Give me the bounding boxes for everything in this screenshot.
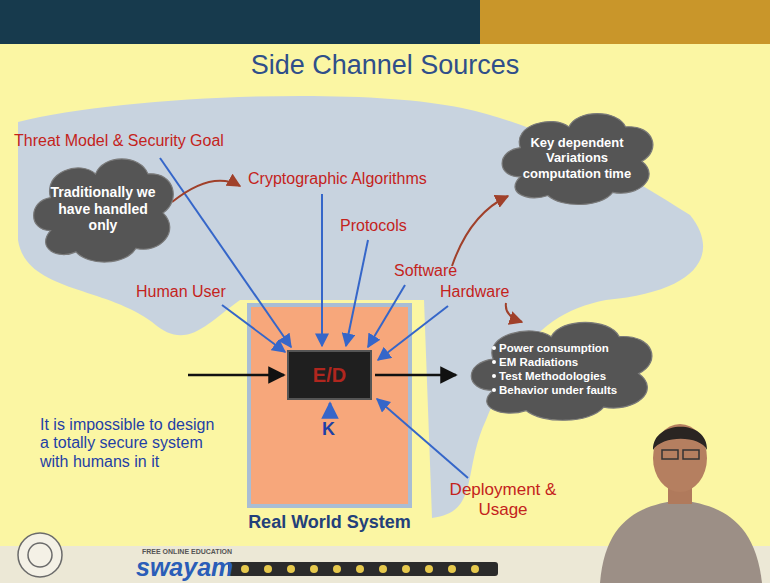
source-label: Hardware (440, 283, 509, 301)
cloud-line: Test Methodologies (492, 370, 617, 384)
callout-arrow (452, 196, 508, 266)
institute-logo (28, 543, 52, 567)
bullet-dot (492, 360, 496, 364)
bullet-dot (492, 388, 496, 392)
top-bar (0, 0, 480, 44)
hardware-cloud: Power consumptionEM RadiationsTest Metho… (464, 312, 658, 424)
source-label: Cryptographic Algorithms (248, 170, 427, 188)
cloud-content: Power consumptionEM RadiationsTest Metho… (464, 312, 658, 424)
system-box: Real World SystemE/D (247, 303, 412, 508)
key-label: K (322, 419, 335, 440)
callout-arrow (172, 181, 240, 202)
software-arrow (368, 285, 405, 347)
top-bar-accent (480, 0, 770, 44)
cloud-outline (471, 322, 652, 420)
source-label: Deployment & Usage (448, 480, 558, 519)
bullet-dot (492, 346, 496, 350)
cloud-text: Test Methodologies (499, 370, 606, 384)
callout-arrow (506, 303, 522, 322)
protocol-arrow (346, 240, 368, 346)
bullet-dot (492, 374, 496, 378)
cloud-content: Key dependent Variations computation tim… (496, 104, 658, 208)
slide-title: Side Channel Sources (0, 50, 770, 81)
key-arrow (329, 403, 332, 416)
source-label: Human User (136, 283, 226, 301)
presenter (600, 424, 762, 583)
deployment-arrow (377, 399, 468, 478)
toolbar-icons (241, 565, 479, 573)
logo-text: swayam (136, 553, 233, 582)
cloud-line: Key dependent Variations computation tim… (518, 135, 636, 182)
system-heading: Real World System (227, 512, 432, 533)
cloud-line: Power consumption (492, 342, 617, 356)
box-text: E/D (313, 364, 346, 387)
cloud-line: Behavior under faults (492, 384, 617, 398)
cloud-text-group: Traditionally we have handled only (50, 184, 156, 234)
cloud-text-group: Key dependent Variations computation tim… (518, 135, 636, 182)
box-content: E/D (289, 352, 370, 398)
cloud-text: Power consumption (499, 342, 609, 356)
cloud-text: Key dependent Variations computation tim… (518, 135, 636, 182)
cloud-line: EM Radiations (492, 356, 617, 370)
cloud-outline (502, 114, 653, 205)
input-arrow (188, 374, 284, 377)
cloud-content: Traditionally we have handled only (28, 148, 178, 266)
callout-arrows (172, 181, 522, 322)
source-label: Threat Model & Security Goal (14, 132, 224, 150)
threat-region (18, 96, 703, 518)
institute-logo (18, 533, 62, 577)
cloud-text: Traditionally we have handled only (50, 184, 156, 234)
output-arrow (375, 374, 456, 377)
cipher-box: E/D (287, 350, 372, 400)
human-arrow (222, 305, 285, 352)
callout-cloud: Traditionally we have handled only (28, 148, 178, 266)
cloud-text-group: Power consumptionEM RadiationsTest Metho… (492, 342, 617, 397)
callout-cloud: Key dependent Variations computation tim… (496, 104, 658, 208)
cloud-line: Traditionally we have handled only (50, 184, 156, 234)
source-label: Protocols (340, 217, 407, 235)
note-text: It is impossible to design a totally sec… (40, 416, 218, 471)
toolbar (228, 562, 498, 576)
hardware-arrow (378, 306, 448, 360)
cloud-outline (34, 159, 174, 262)
source-label: Software (394, 262, 457, 280)
cloud-text: EM Radiations (499, 356, 578, 370)
cloud-text: Behavior under faults (499, 384, 617, 398)
crypto-arrow (321, 194, 323, 346)
